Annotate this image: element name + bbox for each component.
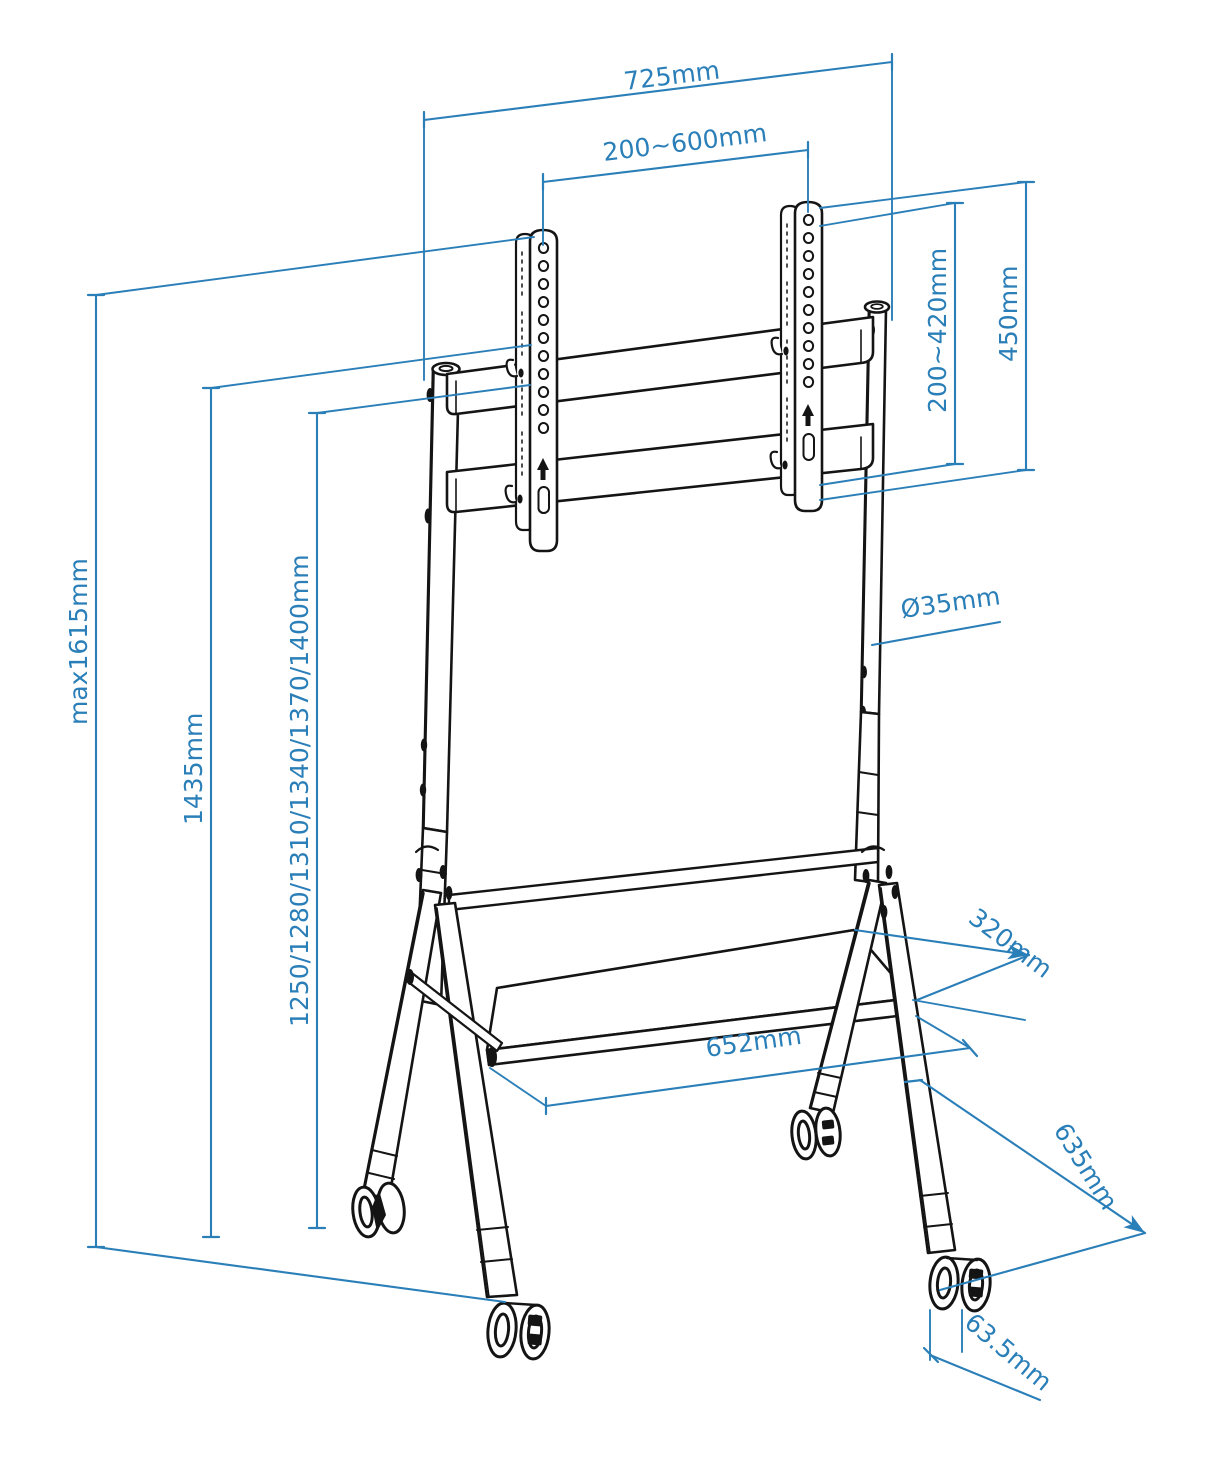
dim-label-caster-size: 63.5mm (959, 1307, 1058, 1396)
dim-label-height-max: max1615mm (64, 558, 93, 725)
dim-label-base-depth: 635mm (1048, 1118, 1124, 1215)
dim-label-shelf-width: 652mm (704, 1021, 804, 1063)
dim-label-vesa-height: 200~420mm (923, 248, 952, 413)
dim-label-width-overall: 725mm (622, 55, 721, 96)
dim-label-shelf-depth: 320mm (963, 903, 1057, 984)
dim-label-height-steps: 1250/1280/1310/1340/1370/1400mm (285, 554, 314, 1027)
dim-label-height-mid: 1435mm (179, 713, 208, 825)
dim-label-vesa-width: 200~600mm (601, 118, 768, 167)
dim-label-tube-diameter: Ø35mm (899, 581, 1002, 624)
dim-label-bracket-height: 450mm (994, 266, 1023, 362)
